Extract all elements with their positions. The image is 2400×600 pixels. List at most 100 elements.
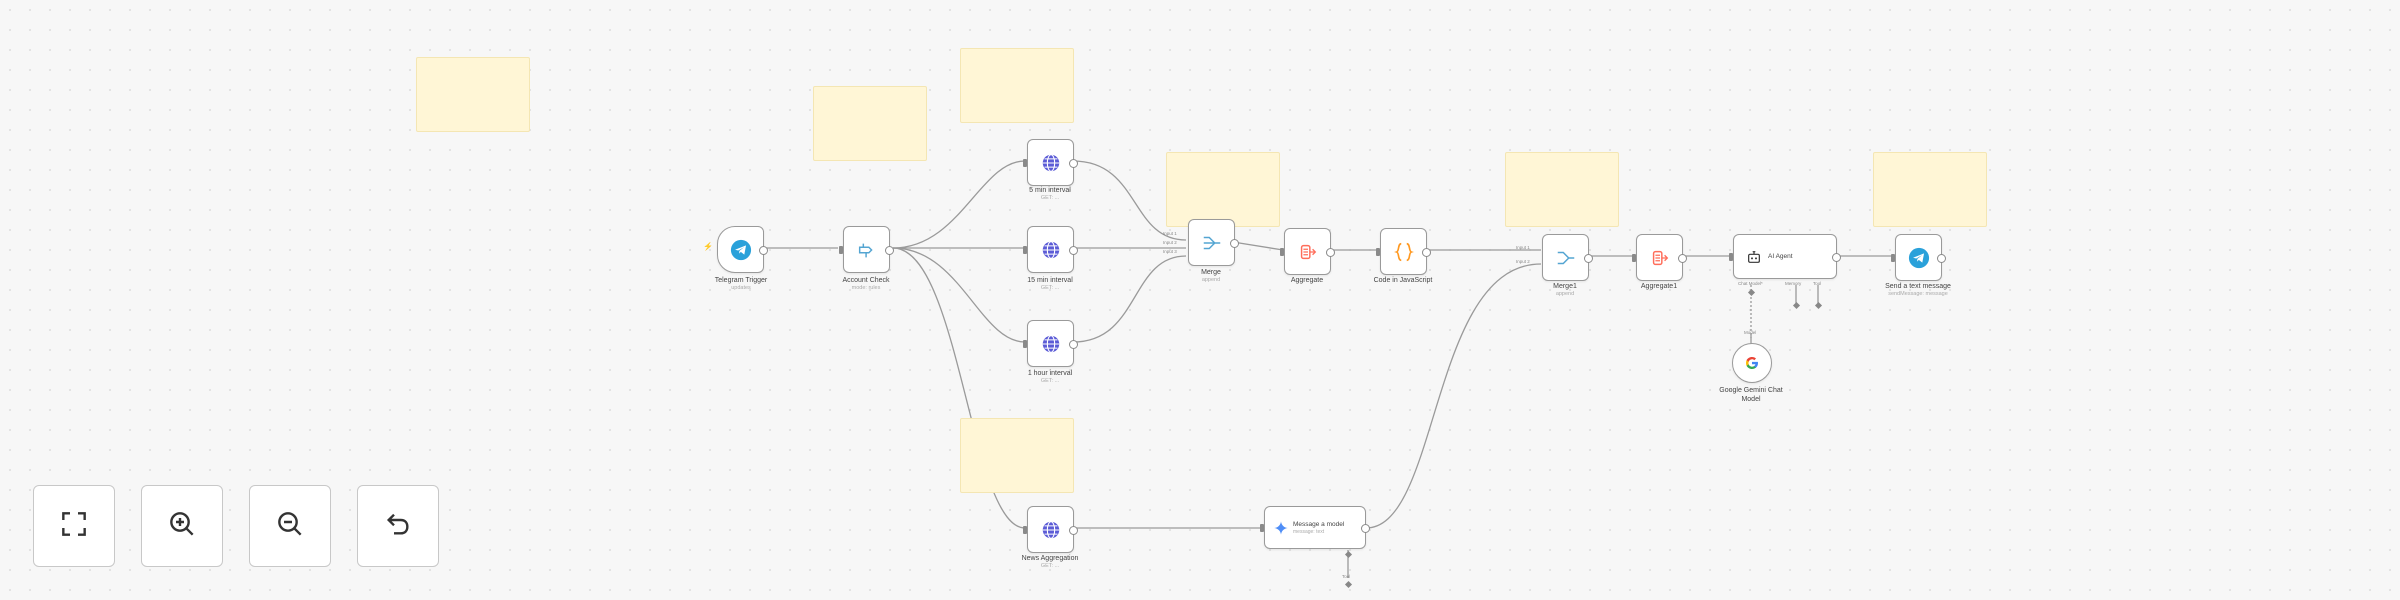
- node-merge[interactable]: [1188, 219, 1239, 266]
- connection: [1365, 263, 1542, 529]
- connection: [1232, 241, 1284, 251]
- node-aggregate1[interactable]: [1632, 234, 1687, 281]
- reset-zoom-button[interactable]: [357, 485, 439, 567]
- input-port[interactable]: [1023, 245, 1027, 254]
- connection: [1072, 255, 1187, 343]
- node-5-min-interval[interactable]: [1023, 139, 1078, 186]
- google-icon: [1744, 355, 1760, 371]
- zoom-out-icon: [274, 508, 306, 545]
- globe-icon: [1040, 152, 1062, 174]
- sticky-note[interactable]: [1505, 152, 1619, 227]
- node-google-gemini-chat-model[interactable]: [1732, 343, 1772, 383]
- node-account-check[interactable]: [839, 226, 894, 273]
- sticky-note[interactable]: [416, 57, 530, 132]
- sticky-note[interactable]: [960, 418, 1074, 493]
- input-port[interactable]: [839, 245, 843, 254]
- node-label: Code in JavaScript: [1373, 277, 1433, 284]
- aggregate-icon: [1649, 247, 1671, 269]
- globe-icon: [1040, 519, 1062, 541]
- node-label: 1 hour interval: [1027, 370, 1073, 377]
- connection: [892, 247, 1026, 529]
- message-tool-label: Tool: [1342, 574, 1351, 579]
- switch-icon: [856, 239, 878, 261]
- node-label: 5 min interval: [1029, 187, 1071, 194]
- sticky-note[interactable]: [960, 48, 1074, 123]
- node-label: Account Check: [842, 277, 890, 284]
- telegram-icon: [1908, 247, 1930, 269]
- zoom-in-button[interactable]: [141, 485, 223, 567]
- node-subtitle: GET: ...: [1040, 195, 1060, 201]
- output-port[interactable]: [1361, 523, 1370, 533]
- zoom-out-button[interactable]: [249, 485, 331, 567]
- input-port[interactable]: [1729, 252, 1733, 261]
- input-port[interactable]: [1280, 247, 1284, 256]
- node-message-a-model[interactable]: Message a model message: text: [1260, 506, 1370, 549]
- node-label: Merge: [1201, 269, 1221, 276]
- gemini-port-label: Model: [1744, 330, 1757, 335]
- input-port[interactable]: [1891, 253, 1895, 262]
- node-subtitle: mode: rules: [851, 285, 881, 291]
- agent-port-label: Chat Model*: [1738, 281, 1763, 286]
- merge-input-label: Input 1: [1163, 231, 1177, 236]
- globe-icon: [1040, 333, 1062, 355]
- node-label: Merge1: [1553, 283, 1577, 290]
- agent-port-label: Memory: [1785, 281, 1802, 286]
- input-port[interactable]: [1376, 247, 1380, 256]
- zoom-in-icon: [166, 508, 198, 545]
- node-subtitle: sendMessage: message: [1888, 291, 1948, 297]
- node-merge1[interactable]: [1542, 234, 1593, 281]
- output-port[interactable]: [1937, 253, 1946, 263]
- sticky-note[interactable]: [1166, 152, 1280, 227]
- merge-input-label: Input 2: [1163, 240, 1177, 245]
- output-port[interactable]: [1422, 247, 1431, 257]
- output-port[interactable]: [1069, 158, 1078, 168]
- node-telegram-trigger[interactable]: [717, 226, 768, 273]
- sticky-note[interactable]: [1873, 152, 1987, 227]
- node-label: AI Agent: [1768, 253, 1793, 260]
- output-port[interactable]: [1832, 252, 1841, 262]
- merge-icon: [1201, 232, 1223, 254]
- input-port[interactable]: [1632, 253, 1636, 262]
- fit-view-button[interactable]: [33, 485, 115, 567]
- input-port[interactable]: [1023, 158, 1027, 167]
- node-ai-agent[interactable]: AI Agent: [1729, 234, 1841, 279]
- output-port[interactable]: [1069, 245, 1078, 255]
- output-port[interactable]: [1069, 339, 1078, 349]
- node-code-in-javascript[interactable]: [1376, 228, 1431, 275]
- merge-input-label: Input 3: [1163, 249, 1177, 254]
- node-aggregate[interactable]: [1280, 228, 1335, 275]
- node-send-a-text-message[interactable]: [1891, 234, 1946, 281]
- output-port[interactable]: [1326, 247, 1335, 257]
- node-subtitle: append: [1555, 291, 1575, 297]
- sticky-note[interactable]: [813, 86, 927, 161]
- input-port[interactable]: [1023, 339, 1027, 348]
- output-port[interactable]: [1069, 525, 1078, 535]
- node-label: Send a text message: [1885, 283, 1951, 290]
- node-15-min-interval[interactable]: [1023, 226, 1078, 273]
- input-port[interactable]: [1023, 525, 1027, 534]
- node-subtitle: append: [1201, 277, 1221, 283]
- aggregate-icon: [1297, 241, 1319, 263]
- node-label: 15 min interval: [1027, 277, 1073, 284]
- node-subtitle: GET: ...: [1040, 378, 1060, 384]
- input-port[interactable]: [1260, 523, 1264, 532]
- fit-view-icon: [58, 508, 90, 545]
- trigger-bolt-icon: ⚡: [703, 242, 713, 251]
- output-port[interactable]: [759, 245, 768, 255]
- connection: [1072, 160, 1187, 241]
- robot-icon: [1746, 249, 1762, 265]
- output-port[interactable]: [1584, 253, 1593, 263]
- node-news-aggregation[interactable]: [1023, 506, 1078, 553]
- output-port[interactable]: [885, 245, 894, 255]
- output-port[interactable]: [1678, 253, 1687, 263]
- node-label: Aggregate1: [1640, 283, 1678, 290]
- node-label: Google Gemini Chat Model: [1719, 387, 1783, 403]
- merge-icon: [1555, 247, 1577, 269]
- node-1-hour-interval[interactable]: [1023, 320, 1078, 367]
- connection: [892, 247, 1026, 343]
- node-label: Aggregate: [1290, 277, 1324, 284]
- output-port[interactable]: [1230, 238, 1239, 248]
- globe-icon: [1040, 239, 1062, 261]
